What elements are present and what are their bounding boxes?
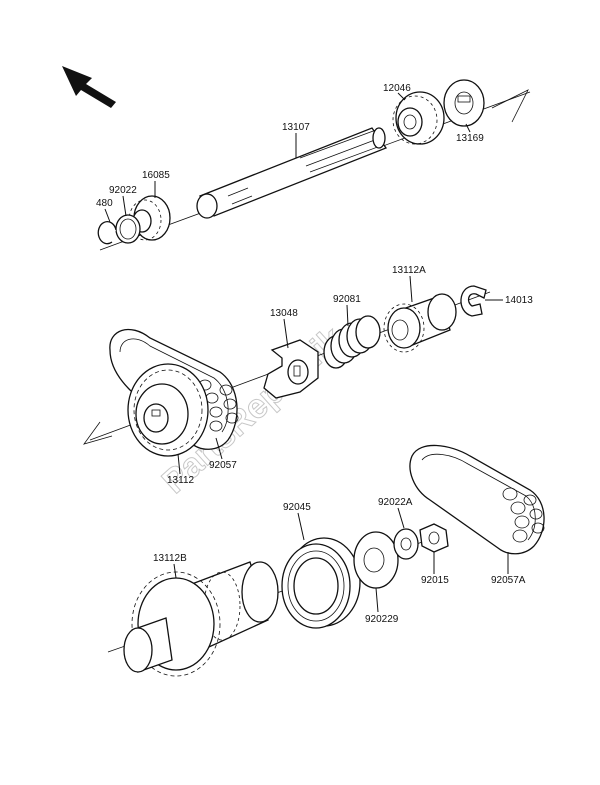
- washer-92022A: [393, 528, 419, 560]
- lock-washer-13169: [443, 79, 485, 127]
- damper-spring-92081: [323, 315, 381, 369]
- label-92057: 92057: [209, 460, 237, 471]
- label-13107: 13107: [282, 122, 310, 133]
- label-92022A: 92022A: [378, 497, 413, 508]
- label-14013: 14013: [505, 295, 533, 306]
- label-92057A: 92057A: [491, 575, 526, 586]
- washer-92022: [115, 214, 141, 244]
- gear-13112B: [123, 561, 279, 677]
- label-920229: 920229: [365, 614, 399, 625]
- circlip-480: [97, 221, 117, 245]
- label-16085: 16085: [142, 170, 170, 181]
- damper-cam-13048: [263, 339, 319, 399]
- bearing-92045: [281, 537, 361, 629]
- gear-13112A: [383, 293, 457, 353]
- label-13112B: 13112B: [153, 553, 187, 564]
- label-92081: 92081: [333, 294, 361, 305]
- direction-arrow-icon: [62, 66, 116, 108]
- label-92015: 92015: [421, 575, 449, 586]
- sprocket-12046: [392, 91, 445, 145]
- secondary-chain-92057A: [409, 444, 545, 555]
- label-92045: 92045: [283, 502, 311, 513]
- label-12046: 12046: [383, 83, 411, 94]
- label-480: 480: [96, 198, 113, 209]
- sprocket-13112: [127, 363, 209, 457]
- label-13169: 13169: [456, 133, 484, 144]
- label-13048: 13048: [270, 308, 298, 319]
- circlip-14013: [460, 285, 487, 317]
- nut-92015: [419, 523, 449, 553]
- label-13112: 13112: [167, 475, 195, 486]
- label-92022: 92022: [109, 185, 137, 196]
- label-13112A: 13112A: [392, 265, 426, 276]
- output-shaft-13107: [196, 127, 388, 219]
- splined-washer-920229: [353, 531, 399, 589]
